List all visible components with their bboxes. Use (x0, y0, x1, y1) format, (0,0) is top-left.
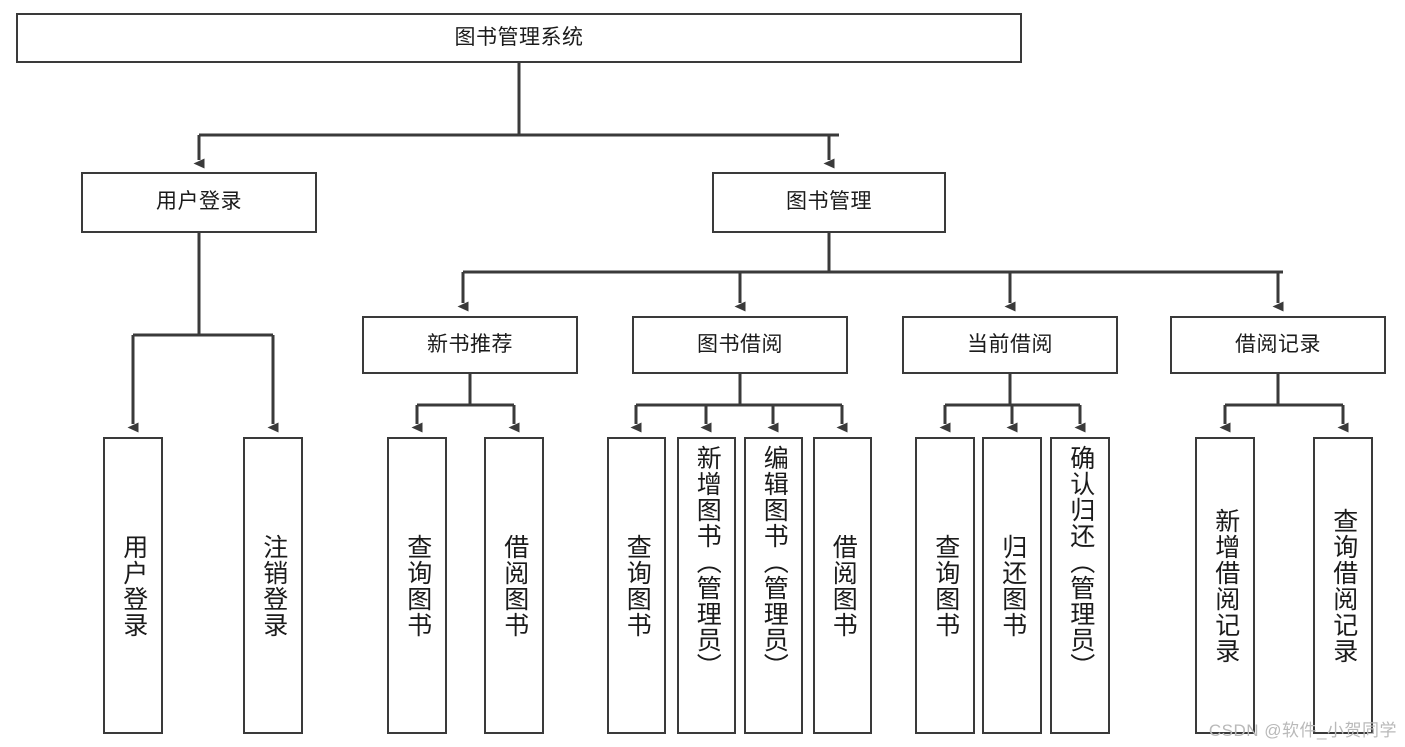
node-label: 归还图书 (998, 533, 1027, 638)
node-label: 用户登录 (156, 190, 242, 214)
node-label: 注销登录 (259, 533, 288, 638)
node-book-manage[interactable]: 图书管理 (712, 172, 946, 233)
watermark: CSDN @软件_小贺同学 (1208, 721, 1397, 740)
node-label: 借阅记录 (1235, 332, 1321, 356)
node-leaf-borrow-book-1[interactable]: 借阅图书 (484, 437, 544, 734)
node-leaf-borrow-book-2[interactable]: 借阅图书 (813, 437, 872, 734)
node-leaf-query-book-2[interactable]: 查询图书 (607, 437, 666, 734)
node-label: 图书管理系统 (454, 25, 584, 49)
node-leaf-add-book[interactable]: 新增图书（管理员） (677, 437, 736, 734)
node-leaf-confirm-return[interactable]: 确认归还（管理员） (1050, 437, 1110, 734)
node-leaf-query-record[interactable]: 查询借阅记录 (1313, 437, 1373, 734)
node-leaf-edit-book[interactable]: 编辑图书（管理员） (744, 437, 803, 734)
node-label: 查询借阅记录 (1329, 507, 1358, 664)
node-label: 当前借阅 (967, 332, 1053, 356)
node-label: 图书管理 (786, 190, 872, 214)
node-leaf-query-book-3[interactable]: 查询图书 (915, 437, 975, 734)
node-label: 编辑图书（管理员） (760, 445, 789, 679)
node-label: 借阅图书 (500, 533, 529, 638)
node-current-borrow[interactable]: 当前借阅 (902, 316, 1118, 374)
node-label: 新书推荐 (427, 332, 513, 356)
node-label: 确认归还（管理员） (1066, 445, 1095, 679)
node-book-borrow[interactable]: 图书借阅 (632, 316, 848, 374)
node-label: 查询图书 (931, 533, 960, 638)
node-new-book-recommend[interactable]: 新书推荐 (362, 316, 578, 374)
node-label: 查询图书 (623, 533, 652, 638)
node-leaf-user-logout[interactable]: 注销登录 (243, 437, 303, 734)
node-root-book-management-system[interactable]: 图书管理系统 (16, 13, 1022, 63)
node-label: 图书借阅 (697, 332, 783, 356)
node-borrow-record[interactable]: 借阅记录 (1170, 316, 1386, 374)
node-label: 查询图书 (403, 533, 432, 638)
node-label: 新增图书（管理员） (693, 445, 722, 679)
node-leaf-return-book[interactable]: 归还图书 (982, 437, 1042, 734)
node-leaf-user-login[interactable]: 用户登录 (103, 437, 163, 734)
node-user-login[interactable]: 用户登录 (81, 172, 317, 233)
node-leaf-add-record[interactable]: 新增借阅记录 (1195, 437, 1255, 734)
node-label: 借阅图书 (829, 533, 858, 638)
node-leaf-query-book-1[interactable]: 查询图书 (387, 437, 447, 734)
node-label: 新增借阅记录 (1211, 507, 1240, 664)
node-label: 用户登录 (119, 533, 148, 638)
